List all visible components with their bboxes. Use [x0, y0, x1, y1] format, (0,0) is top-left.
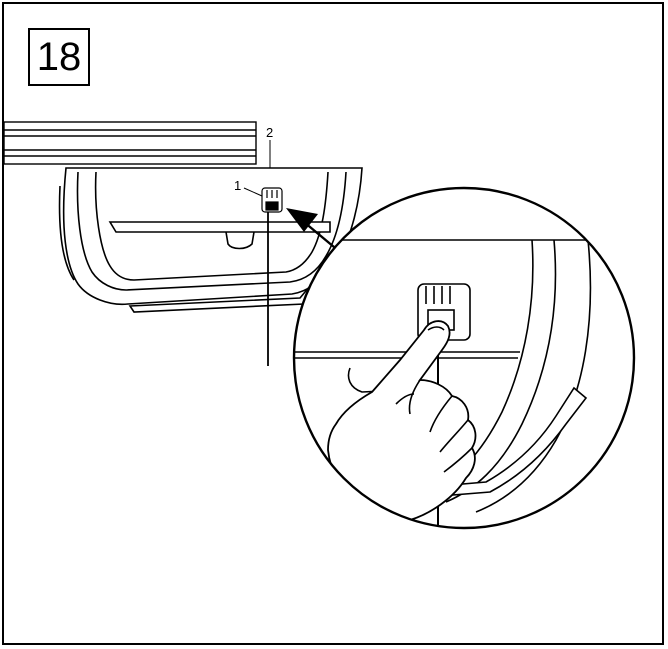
light-button-small [261, 187, 283, 213]
callout-leaders [243, 140, 271, 197]
rail [3, 121, 257, 165]
magnified-view [292, 186, 636, 530]
step-number-box: 18 [28, 28, 90, 86]
step-number: 18 [36, 34, 82, 79]
callout-2: 2 [266, 125, 273, 140]
zoom-arrow [286, 208, 341, 253]
callout-1: 1 [234, 178, 241, 193]
opener-body [58, 167, 363, 313]
